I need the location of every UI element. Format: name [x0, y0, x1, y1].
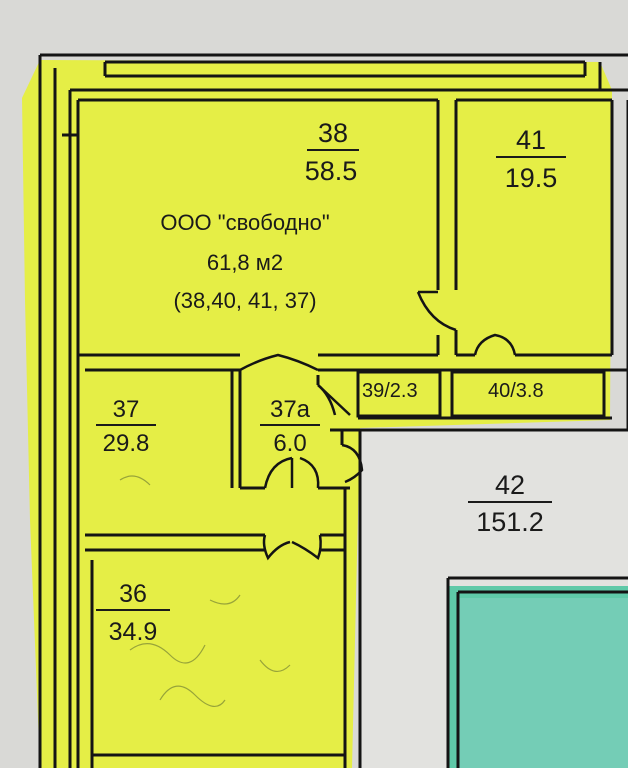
door-36-right — [291, 534, 322, 560]
tenant-note: ООО "свободно" — [160, 210, 330, 235]
room-37-area: 29.8 — [102, 430, 150, 457]
door-38-corridor — [239, 353, 319, 372]
walls — [38, 53, 628, 768]
door-37a-side — [341, 443, 364, 484]
room-38-number: 38 — [307, 118, 359, 151]
room-42-number: 42 — [468, 470, 552, 503]
highlight-green — [448, 585, 628, 768]
room-37a-number: 37а — [260, 396, 320, 426]
highlight-yellow — [22, 60, 612, 768]
room-37-number: 37 — [96, 396, 156, 426]
corridor-42 — [360, 428, 628, 586]
room-38-area: 58.5 — [304, 156, 358, 186]
door-37a-right — [299, 456, 320, 489]
room-40-label: 40/3.8 — [488, 380, 544, 402]
room-37a-area: 6.0 — [273, 430, 307, 457]
door-38-41 — [416, 291, 457, 332]
doors — [239, 290, 517, 561]
pencil-scribbles — [119, 475, 291, 707]
door-37a-left — [263, 456, 293, 489]
room-41-number: 41 — [496, 125, 566, 158]
room-39-label: 39/2.3 — [362, 380, 418, 402]
door-41-corridor — [473, 333, 517, 356]
room-41-area: 19.5 — [504, 163, 558, 193]
room-36-number: 36 — [96, 580, 170, 611]
door-36-left — [262, 534, 291, 561]
room-36-area: 34.9 — [108, 618, 158, 646]
room-42-area: 151.2 — [476, 507, 544, 537]
rooms-list-note: (38,40, 41, 37) — [173, 288, 317, 313]
total-area-note: 61,8 м2 — [206, 250, 284, 275]
